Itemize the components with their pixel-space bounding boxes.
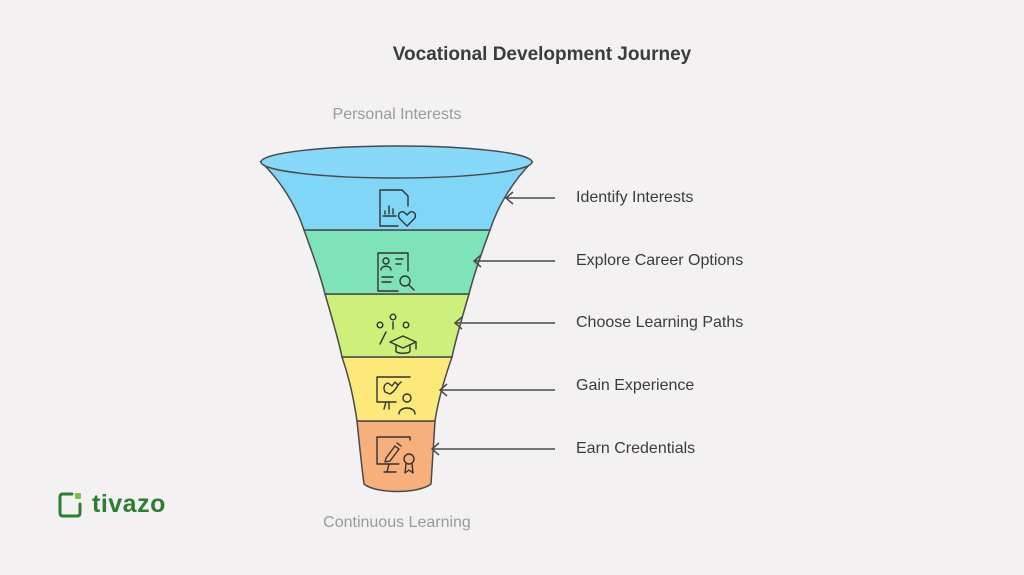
stage-label-1: Identify Interests [576, 189, 694, 206]
profile-search-icon [377, 252, 415, 292]
arrow-stage-2 [472, 254, 555, 268]
tivazo-logo-icon [58, 492, 82, 517]
funnel-bottom-label: Continuous Learning [323, 514, 471, 531]
stage-label-3: Choose Learning Paths [576, 314, 744, 331]
brand-logo: tivazo [58, 490, 166, 519]
arrow-stage-1 [504, 191, 555, 205]
funnel-stage-2 [302, 229, 492, 295]
funnel-stage-1 [259, 161, 534, 231]
stage-label-5: Earn Credentials [576, 440, 696, 457]
arrow-stage-4 [438, 383, 555, 397]
diagram-title: Vocational Development Journey [392, 44, 692, 65]
funnel-stage-5 [356, 420, 436, 493]
presentation-person-icon [376, 376, 416, 415]
certificate-monitor-icon [376, 436, 415, 474]
document-heart-icon [379, 189, 417, 227]
stage-label-2: Explore Career Options [576, 252, 744, 269]
funnel-top-label: Personal Interests [332, 106, 462, 123]
brand-name: tivazo [92, 490, 166, 518]
funnel-rim [260, 145, 533, 179]
stage-label-4: Gain Experience [576, 377, 695, 394]
arrow-stage-5 [430, 442, 555, 456]
arrow-stage-3 [453, 316, 555, 330]
graduation-cap-icon [376, 313, 417, 354]
funnel-stage-4 [340, 356, 454, 422]
funnel-stage-3 [323, 293, 471, 358]
